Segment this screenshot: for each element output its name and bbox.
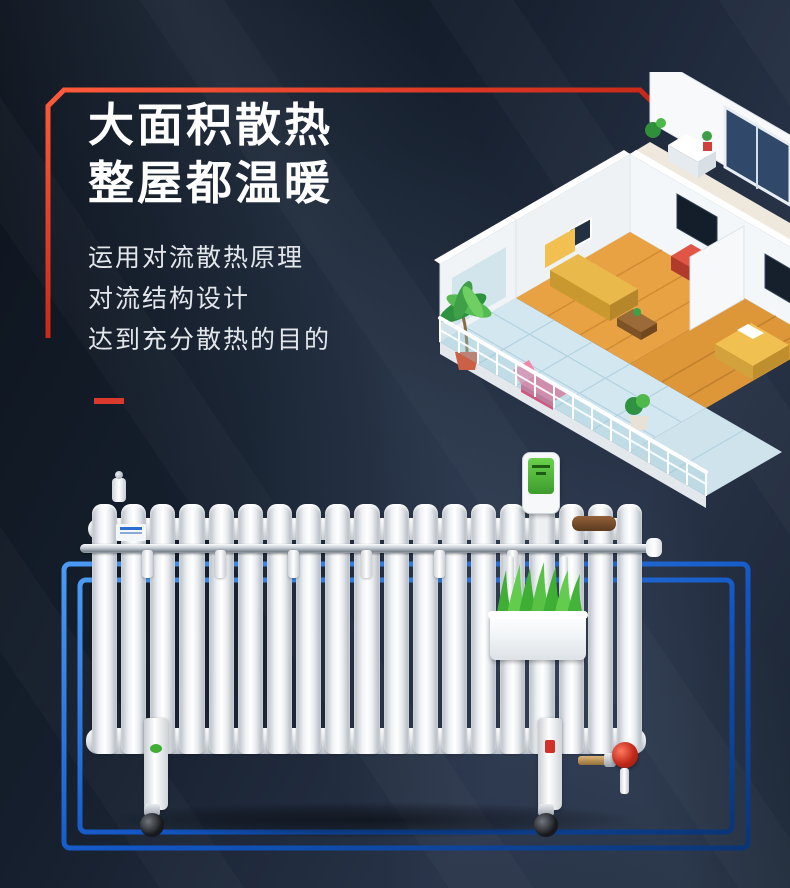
radiator-tube bbox=[92, 504, 118, 754]
rail-hook bbox=[142, 550, 153, 578]
potted-bush bbox=[625, 394, 650, 430]
radiator-tube bbox=[383, 504, 409, 754]
right-caster bbox=[532, 804, 560, 842]
radiator-tube bbox=[441, 504, 468, 754]
description-line1: 运用对流散热原理 bbox=[88, 244, 305, 272]
description-block: 运用对流散热原理 对流结构设计 达到充分散热的目的 bbox=[88, 238, 333, 361]
caster-wheel bbox=[140, 813, 164, 837]
radiator-tube bbox=[237, 504, 263, 754]
headline-line1: 大面积散热 bbox=[88, 99, 333, 151]
partition-wall bbox=[689, 225, 745, 331]
radiator-tube bbox=[208, 504, 234, 754]
rail-hook bbox=[361, 550, 372, 578]
radiator-tube bbox=[121, 504, 147, 754]
radiator-tube bbox=[296, 504, 322, 754]
valve-nub bbox=[115, 471, 123, 479]
bed bbox=[715, 323, 789, 380]
balcony-railing bbox=[438, 316, 708, 496]
screen-readout bbox=[531, 465, 551, 468]
info-sticker bbox=[116, 524, 146, 541]
valve-downpipe bbox=[620, 768, 629, 794]
headline-line2: 整屋都温暖 bbox=[88, 157, 333, 209]
headline-block: 大面积散热 整屋都温暖 运用对流散热原理 对流结构设计 达到充分散热的目的 bbox=[88, 96, 333, 361]
lounge-chair bbox=[513, 360, 569, 410]
description-line3: 达到充分散热的目的 bbox=[88, 326, 332, 354]
pipe-fitting bbox=[572, 516, 616, 531]
screen-readout bbox=[535, 472, 547, 475]
hanging-planter bbox=[488, 556, 588, 662]
rail-hook bbox=[288, 550, 299, 578]
radiator-tube bbox=[266, 504, 293, 754]
controller-screen bbox=[528, 458, 554, 494]
planter-box bbox=[488, 611, 588, 660]
air-vent-valve bbox=[112, 471, 126, 502]
caster-wheel bbox=[534, 813, 558, 837]
left-leg bbox=[144, 718, 168, 810]
valve-knob bbox=[612, 742, 638, 768]
right-leg bbox=[538, 718, 562, 810]
description-line2: 对流结构设计 bbox=[88, 285, 251, 313]
thermostat-controller bbox=[522, 452, 560, 514]
red-label-sticker bbox=[545, 740, 555, 753]
radiator-tube bbox=[354, 504, 380, 754]
radiator-tube bbox=[150, 504, 176, 754]
red-dash-divider bbox=[94, 398, 124, 404]
radiator-tube bbox=[616, 504, 642, 754]
radiator-product bbox=[80, 452, 662, 842]
radiator-tube bbox=[179, 504, 205, 754]
left-caster bbox=[138, 804, 166, 842]
towel-rail bbox=[80, 544, 660, 553]
radiator-tube bbox=[412, 504, 438, 754]
radiator-tube bbox=[587, 504, 613, 754]
rail-hook bbox=[434, 550, 445, 578]
rail-hook bbox=[215, 550, 226, 578]
radiator-tube bbox=[325, 504, 351, 754]
towel-rail-end-cap bbox=[646, 538, 662, 557]
green-label-sticker bbox=[150, 744, 162, 753]
apartment-illustration bbox=[385, 53, 790, 512]
bedroom-tv bbox=[764, 253, 790, 304]
